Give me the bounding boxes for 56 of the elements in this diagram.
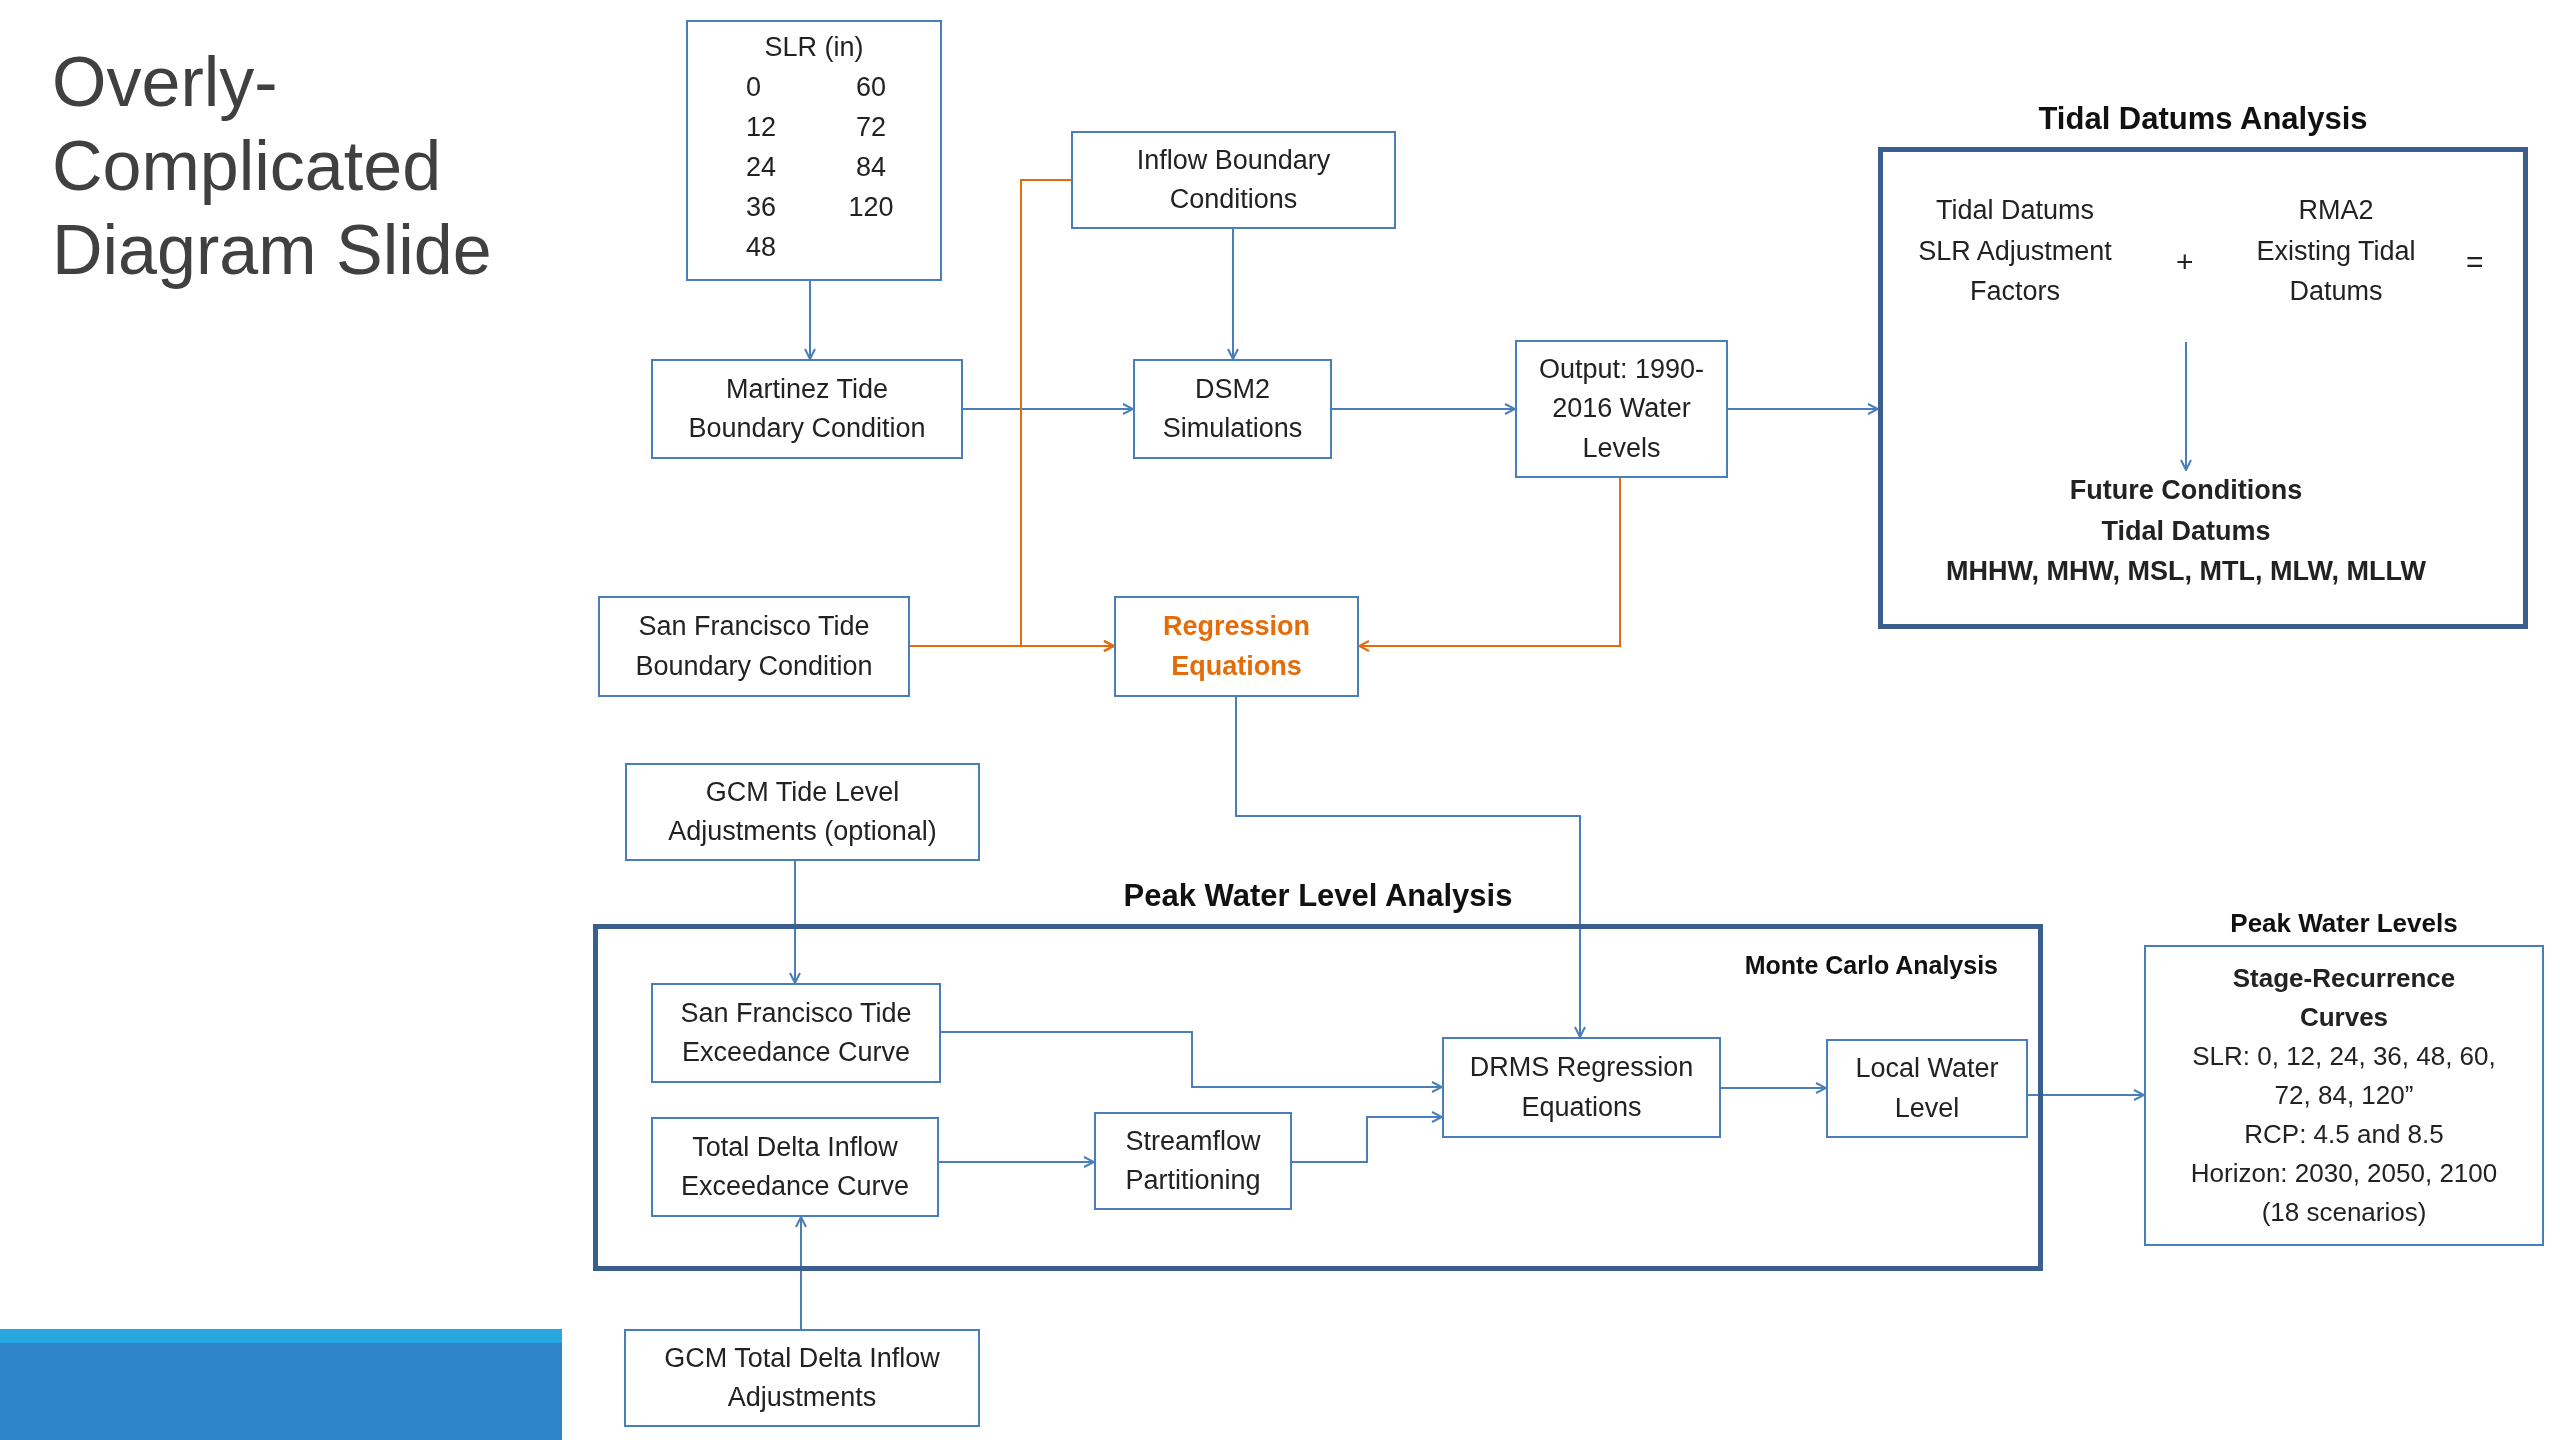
table-value: 60: [854, 71, 887, 105]
output-title: Stage-Recurrence Curves: [2231, 962, 2457, 1034]
table-value: 36: [745, 191, 778, 225]
process-box: San Francisco Tide Boundary Condition: [598, 596, 910, 697]
process-box: Streamflow Partitioning: [1094, 1112, 1292, 1210]
panel-heading: Tidal Datums Analysis: [2038, 101, 2368, 137]
process-box: GCM Total Delta Inflow Adjustments: [624, 1329, 980, 1427]
math-symbol: +: [2176, 245, 2194, 279]
process-box: DRMS Regression Equations: [1442, 1037, 1721, 1138]
panel-heading: Peak Water Level Analysis: [1123, 878, 1513, 914]
arrow: [938, 1156, 1095, 1168]
arrow: [1331, 403, 1516, 415]
process-box: Total Delta Inflow Exceedance Curve: [651, 1117, 939, 1217]
table-value: 0: [745, 71, 763, 105]
arrow: [1727, 403, 1879, 415]
result-text: Future Conditions Tidal Datums: [2068, 474, 2304, 548]
table-value: 72: [854, 111, 887, 145]
table-value: 24: [745, 151, 778, 185]
process-box: Local Water Level: [1826, 1039, 2028, 1138]
process-box: Martinez Tide Boundary Condition: [651, 359, 963, 459]
output-heading: Peak Water Levels: [2230, 907, 2458, 939]
process-box: DSM2 Simulations: [1133, 359, 1332, 459]
equation-term: Tidal Datums SLR Adjustment Factors: [1917, 194, 2113, 308]
arrow: [1291, 1111, 1443, 1163]
equation-term: RMA2 Existing Tidal Datums: [2255, 194, 2417, 308]
arrow: [789, 860, 801, 984]
output-text: RCP: 4.5 and 8.5: [2244, 1118, 2444, 1151]
arrow: [1227, 228, 1239, 360]
result-text: MHHW, MHW, MSL, MTL, MLW, MLLW: [1946, 555, 2426, 588]
arrow: [804, 280, 816, 360]
arrow: [795, 1216, 807, 1330]
output-text: SLR: 0, 12, 24, 36, 48, 60, 72, 84, 120”: [2191, 1040, 2497, 1112]
output-text: (18 scenarios): [2261, 1196, 2427, 1229]
output-text: Horizon: 2030, 2050, 2100: [2190, 1157, 2498, 1190]
arrow: [1358, 477, 1621, 652]
table-value: 48: [745, 231, 778, 265]
process-box: Regression Equations: [1114, 596, 1359, 697]
arrow: [940, 1031, 1443, 1093]
arrow: [962, 403, 1134, 415]
arrow: [1235, 696, 1586, 1038]
table-value: 84: [854, 151, 887, 185]
table-heading: SLR (in): [764, 31, 864, 64]
process-box: Output: 1990-2016 Water Levels: [1515, 340, 1728, 478]
slide-title: Overly-Complicated Diagram Slide: [52, 42, 493, 291]
arrow: [2180, 341, 2192, 471]
arrow: [909, 640, 1115, 652]
process-box: San Francisco Tide Exceedance Curve: [651, 983, 941, 1083]
table-value: 12: [745, 111, 778, 145]
process-box: GCM Tide Level Adjustments (optional): [625, 763, 980, 861]
arrow: [1720, 1082, 1827, 1094]
math-symbol: =: [2466, 245, 2484, 279]
arrow: [2027, 1089, 2145, 1101]
panel-subheading: Monte Carlo Analysis: [1744, 951, 1998, 980]
table-value: 120: [847, 191, 895, 225]
process-box: Inflow Boundary Conditions: [1071, 131, 1396, 229]
value-table-box: [686, 20, 942, 281]
